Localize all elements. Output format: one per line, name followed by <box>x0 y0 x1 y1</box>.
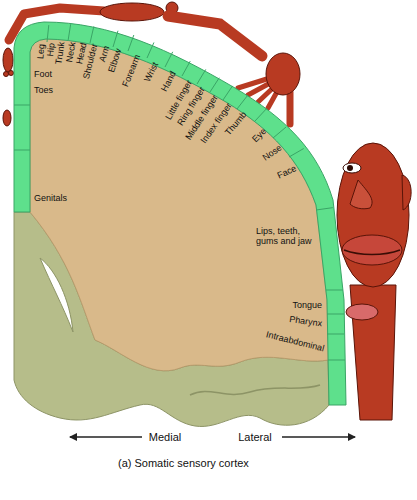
homunculus-ear <box>402 175 411 210</box>
band-divider <box>14 105 30 106</box>
homunculus-pupil <box>347 165 353 171</box>
homunculus-thumb <box>287 92 294 124</box>
band-divider <box>128 35 134 51</box>
band-divider <box>14 150 30 151</box>
band-divider <box>113 31 118 47</box>
somatic-sensory-band <box>14 22 346 405</box>
band-divider <box>147 42 154 58</box>
homunculus-toe <box>9 71 14 76</box>
band-divider <box>237 96 247 109</box>
region-label: Face <box>276 164 298 181</box>
band-divider <box>316 208 333 210</box>
homunculus-genitals <box>3 110 11 126</box>
region-label: Leg <box>36 44 46 60</box>
band-divider <box>197 69 206 84</box>
homunculus-eye <box>343 163 361 173</box>
region-label: Eye <box>251 127 268 144</box>
band-divider <box>182 61 190 76</box>
homunculus-face <box>337 143 409 287</box>
region-label: Nose <box>261 143 283 162</box>
band-divider <box>47 25 49 42</box>
band-divider <box>68 24 71 41</box>
region-label: Wrist <box>143 61 160 83</box>
band-divider <box>210 78 219 92</box>
region-label: Hand <box>160 70 178 93</box>
medial-arrow <box>70 436 142 437</box>
band-dividers <box>14 24 345 360</box>
region-label: Pharynx <box>289 315 323 329</box>
homunculus-trunk <box>100 3 164 21</box>
homunculus-tongue <box>346 304 378 320</box>
sulcus-line <box>190 385 320 395</box>
region-label: Tongue <box>292 301 322 310</box>
band-divider <box>326 290 343 291</box>
band-divider <box>255 109 267 121</box>
region-label: Lateral <box>238 432 272 443</box>
homunculus-toe <box>4 72 9 77</box>
band-divider <box>223 86 233 100</box>
cortex-interior <box>30 39 328 371</box>
band-divider <box>273 127 286 138</box>
band-divider <box>327 334 344 335</box>
band-divider <box>90 26 94 43</box>
lateral-arrow <box>282 436 355 437</box>
region-label: Genitals <box>34 194 67 203</box>
region-label: Toes <box>34 86 53 95</box>
band-divider <box>289 149 304 158</box>
homunculus-nose <box>350 180 372 209</box>
band-divider <box>327 314 344 315</box>
region-label: Intraabdominal <box>265 330 325 353</box>
homunculus-mouth <box>344 250 400 255</box>
homunculus-lips <box>342 235 402 265</box>
band-divider <box>328 360 345 361</box>
homunculus-hand <box>266 53 300 95</box>
homunculus-foot <box>3 48 13 72</box>
band-divider <box>165 52 173 67</box>
homunculus-arm <box>168 16 262 56</box>
figure-caption: (a) Somatic sensory cortex <box>118 458 249 469</box>
region-label: Lips, teeth, gums and jaw <box>256 226 318 247</box>
region-label: Medial <box>149 432 181 443</box>
region-label: Foot <box>34 70 52 79</box>
region-label: Forearm <box>121 53 142 88</box>
